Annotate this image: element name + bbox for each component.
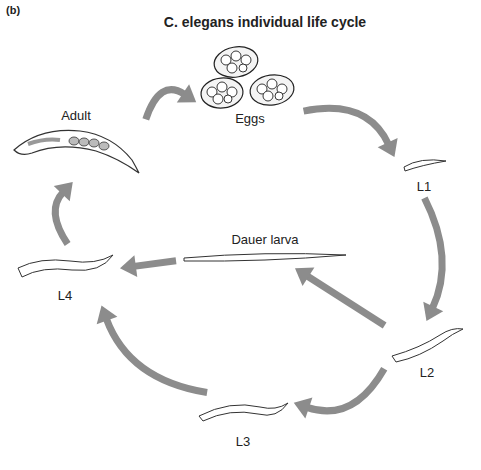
arrow-shaft [55, 192, 67, 244]
arrow-head [97, 306, 118, 325]
worm-l2 [392, 329, 463, 362]
stage-label: L4 [0, 288, 136, 303]
arrow-head [378, 138, 398, 157]
worm-adult [14, 130, 139, 173]
stage-arrow [120, 255, 176, 277]
stage-label: Dauer larva [160, 232, 370, 247]
egg-cluster [200, 43, 296, 109]
panel-label: (b) [6, 4, 20, 16]
worm-l4 [18, 255, 113, 277]
stage-arrow [423, 198, 443, 321]
arrow-shaft [304, 108, 389, 144]
stage-label: Eggs [180, 111, 320, 126]
stage-arrow [294, 369, 385, 419]
larva-stage: L3 [196, 395, 290, 449]
diagram-title: C. elegans individual life cycle [60, 14, 470, 30]
stage-label: L3 [176, 434, 310, 449]
dauer-stage: Dauer larva [180, 232, 350, 266]
stage-label: Adult [0, 108, 162, 123]
arrow-head [54, 182, 73, 201]
egg-stage: Eggs [200, 42, 300, 126]
arrow-head [120, 255, 137, 277]
arrow-head [294, 398, 313, 419]
larva-stage: L2 [388, 325, 466, 380]
arrow-head [295, 267, 314, 286]
stage-arrow [295, 267, 385, 325]
arrow-head [177, 84, 196, 102]
arrow-shaft [134, 261, 176, 267]
arrow-shaft [424, 198, 442, 308]
arrow-shaft [146, 90, 185, 120]
stage-label: L2 [368, 365, 481, 380]
stage-arrow [304, 108, 398, 157]
stage-arrow [146, 84, 196, 119]
stage-label: L1 [378, 179, 470, 194]
worm-dauer [184, 254, 346, 262]
larva-stage: L4 [14, 248, 116, 303]
stage-arrow [54, 182, 73, 244]
arrow-head [423, 302, 443, 321]
adult-stage: Adult [10, 108, 142, 178]
larva-stage: L1 [398, 150, 450, 194]
arrow-shaft [106, 319, 207, 393]
arrow-shaft [307, 276, 385, 326]
stage-arrow [97, 306, 207, 393]
arrow-shaft [307, 369, 384, 411]
worm-l1 [404, 160, 446, 171]
worm-l3 [199, 403, 288, 421]
